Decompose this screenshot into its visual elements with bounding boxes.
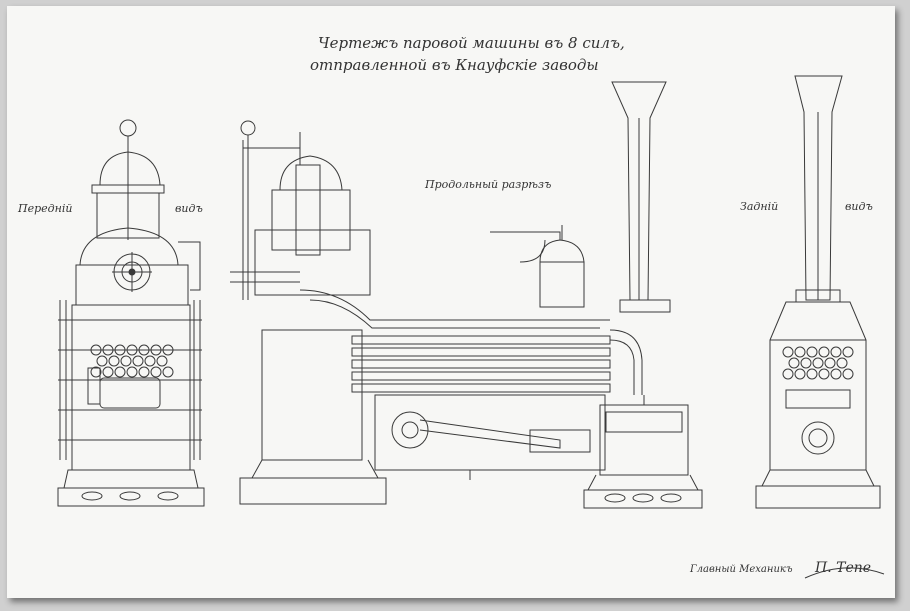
signature-title: Главный Механикъ — [689, 564, 793, 575]
longitudinal-section-label: Продольный разрѣзъ — [424, 178, 551, 191]
signature-flourish — [804, 567, 885, 579]
longitudinal-section — [230, 81, 703, 509]
front-view-boiler — [57, 119, 205, 507]
title-line-1: Чертежъ паровой машины въ 8 силъ, — [318, 34, 625, 52]
front-view-label-right: видъ — [175, 202, 203, 215]
title-line-2: отправленной въ Кнауфскіе заводы — [310, 56, 599, 74]
drawing-sheet — [7, 6, 895, 598]
front-view-label-left: Передній — [17, 202, 72, 215]
rear-view-chimney — [755, 75, 881, 509]
rear-view-label-right: видъ — [845, 200, 873, 213]
rear-view-label-left: Задній — [740, 200, 778, 213]
